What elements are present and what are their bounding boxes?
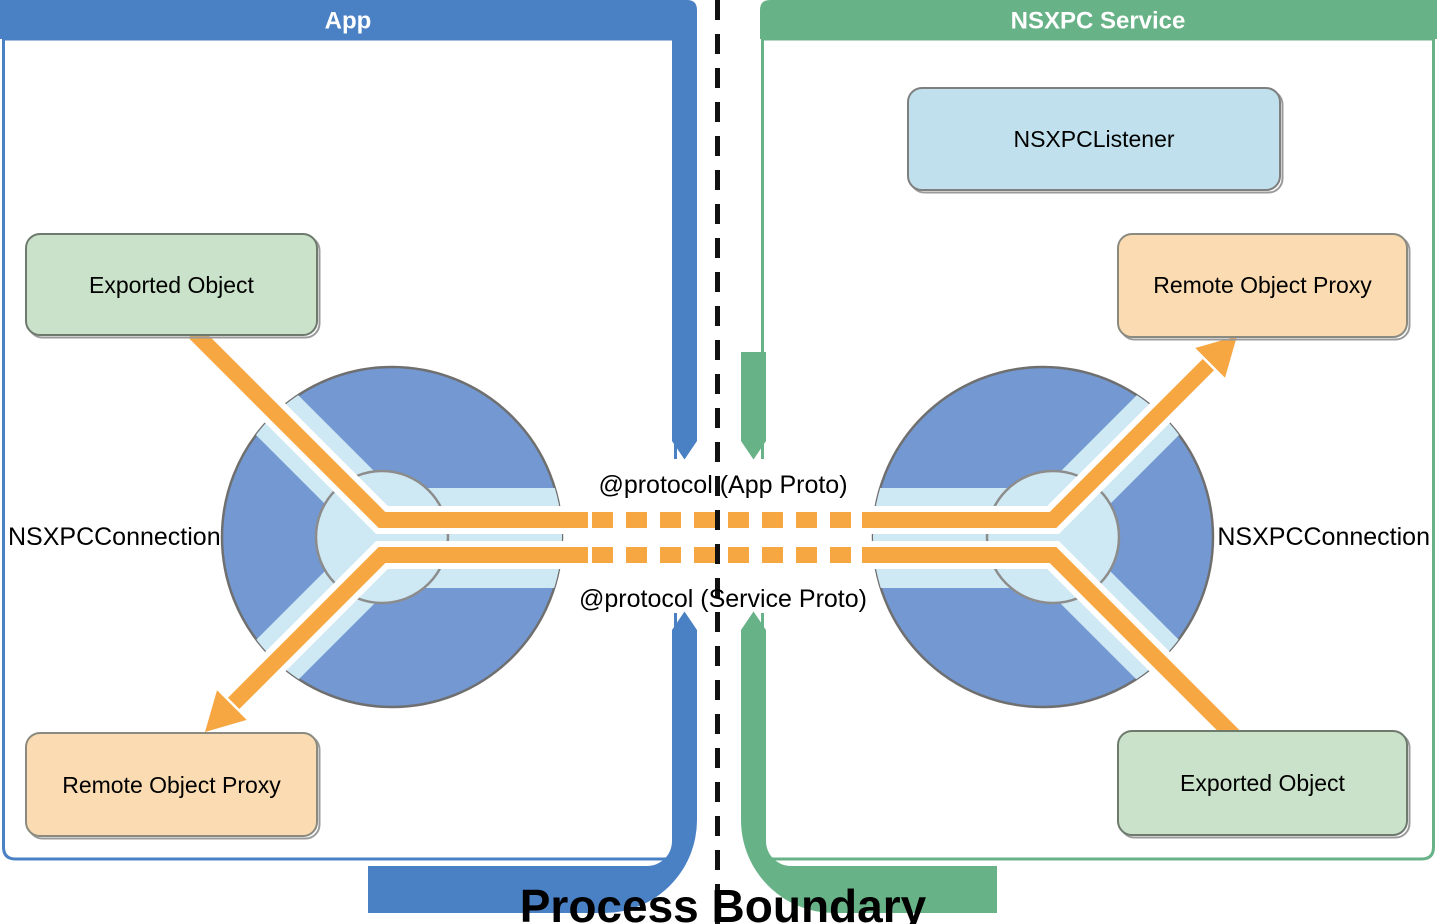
xpc-message-dashed-lines <box>592 512 858 563</box>
connection-to-app-proxy-arrow <box>226 547 588 711</box>
app-remote-object-proxy-label: Remote Object Proxy <box>62 772 281 798</box>
app-frame-band <box>0 0 697 913</box>
service-frame-band <box>741 0 1437 913</box>
app-remote-object-proxy-box: Remote Object Proxy <box>25 732 321 840</box>
service-exported-to-connection-arrow <box>862 547 1246 748</box>
service-exported-object-label: Exported Object <box>1180 770 1346 796</box>
service-header-bar <box>760 0 1437 39</box>
service-remote-object-proxy-box: Remote Object Proxy <box>1117 233 1411 341</box>
app-exported-object-box: Exported Object <box>25 233 321 339</box>
service-connection-label: NSXPCConnection <box>1217 523 1430 551</box>
service-border-gap <box>756 459 768 613</box>
app-exported-object-label: Exported Object <box>89 272 255 298</box>
service-protocol-label: @protocol (Service Proto) <box>579 585 867 613</box>
process-boundary-caption: Process Boundary <box>520 880 927 924</box>
service-panel-title: NSXPC Service <box>1011 8 1186 35</box>
app-exported-to-connection-arrow <box>188 326 588 528</box>
app-connection-label: NSXPCConnection <box>8 523 221 551</box>
app-header-bar <box>0 0 697 39</box>
service-listener-label: NSXPCListener <box>1013 126 1174 152</box>
app-border-gap <box>669 459 681 613</box>
service-listener-box: NSXPCListener <box>907 87 1284 194</box>
connection-to-service-proxy-arrow <box>862 357 1216 528</box>
arrowhead-to-service-remote-proxy <box>1190 332 1241 383</box>
service-remote-object-proxy-label: Remote Object Proxy <box>1153 272 1372 298</box>
service-exported-object-box: Exported Object <box>1117 730 1411 839</box>
arrowhead-to-app-remote-proxy <box>201 685 252 736</box>
app-panel-title: App <box>325 8 372 35</box>
proxy-arrows <box>184 322 1250 752</box>
app-protocol-label: @protocol (App Proto) <box>598 471 847 499</box>
